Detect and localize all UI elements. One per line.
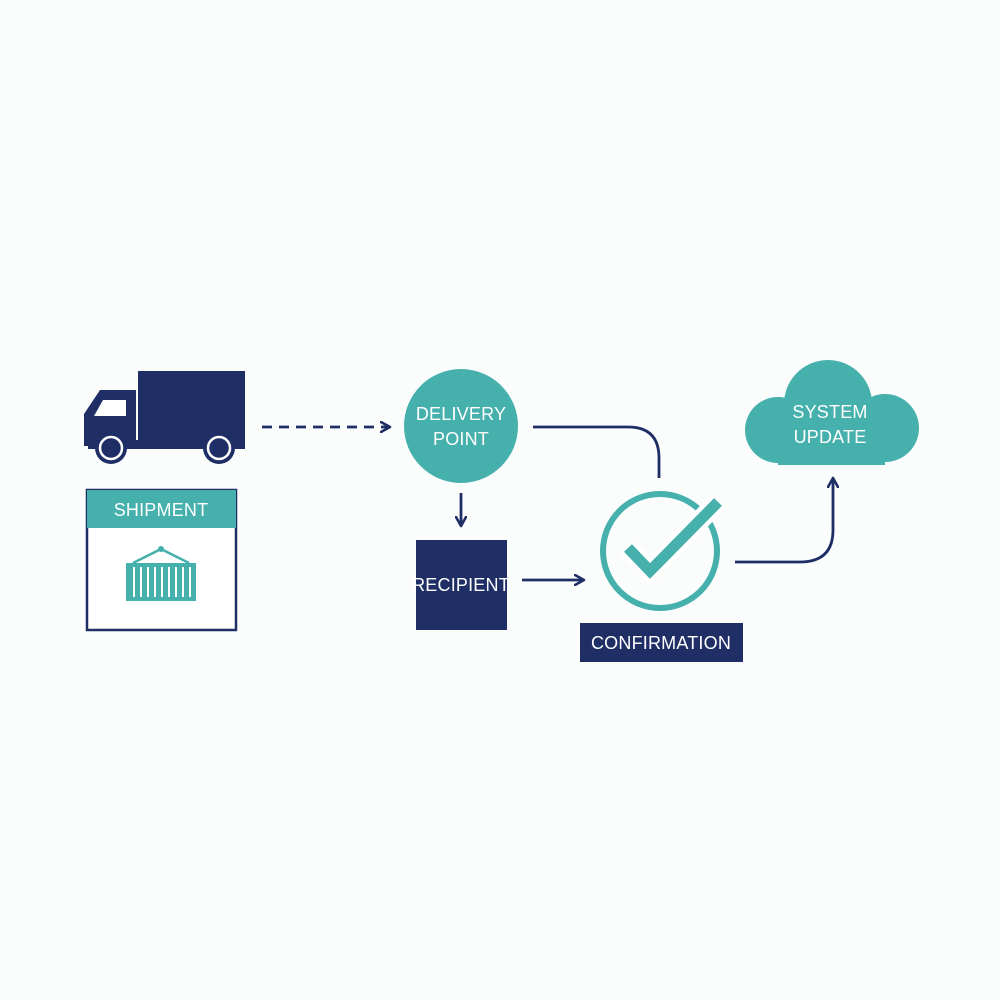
delivery-point-circle xyxy=(404,369,518,483)
confirmation-label: CONFIRMATION xyxy=(591,633,731,653)
delivery-point-node: DELIVERY POINT xyxy=(404,369,518,483)
cloud-icon xyxy=(745,360,919,465)
recipient-node: RECIPIENT xyxy=(412,540,510,630)
system-update-node: SYSTEM UPDATE xyxy=(745,360,919,465)
arrow-confirmation-to-system-update xyxy=(735,478,833,564)
recipient-box xyxy=(416,540,507,630)
delivery-point-label-line1: DELIVERY xyxy=(416,404,506,424)
truck-icon xyxy=(84,371,245,464)
recipient-label: RECIPIENT xyxy=(412,575,510,595)
confirmation-node: CONFIRMATION xyxy=(580,623,743,662)
shipment-header xyxy=(87,490,236,528)
system-update-label-line1: SYSTEM xyxy=(792,402,867,422)
confirmation-box xyxy=(580,623,743,662)
system-update-label-line2: UPDATE xyxy=(794,427,867,447)
shipment-label: SHIPMENT xyxy=(114,500,209,520)
shipping-container-icon xyxy=(126,546,196,601)
shipment-card: SHIPMENT xyxy=(85,488,238,632)
delivery-point-label-line2: POINT xyxy=(433,429,489,449)
connector-delivery-to-confirmation xyxy=(533,425,661,478)
checkmark-circle-icon xyxy=(600,491,726,611)
